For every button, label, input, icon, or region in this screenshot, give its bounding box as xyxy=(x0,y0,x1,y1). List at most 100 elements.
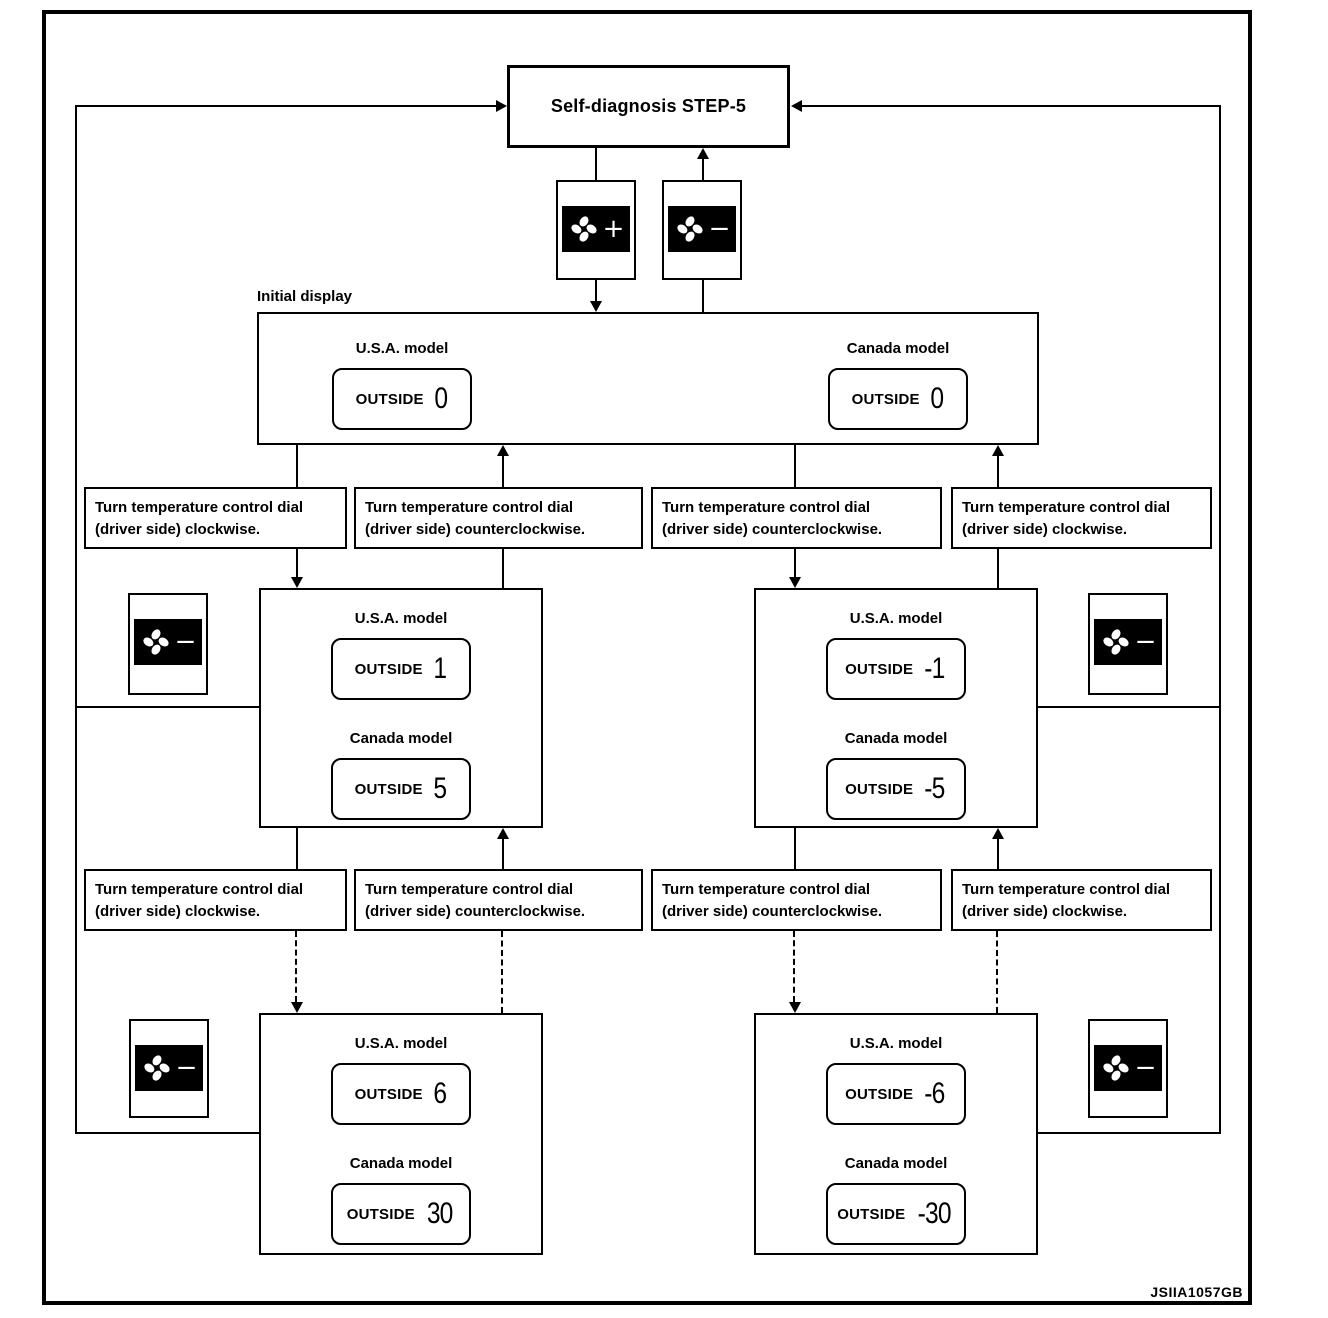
fan-indicator-right-bottom: − xyxy=(1088,1019,1168,1118)
action-line: Turn temperature control dial xyxy=(662,881,871,898)
arrowhead-up xyxy=(992,445,1004,456)
connector xyxy=(296,828,298,869)
connector-left-bottom xyxy=(75,1132,259,1134)
connector-right-to-step xyxy=(802,105,1221,107)
action-line: Turn temperature control dial xyxy=(662,499,871,516)
minus-sign: − xyxy=(175,1053,198,1083)
action-line: Turn temperature control dial xyxy=(365,881,574,898)
outside-display: OUTSIDE -1 xyxy=(826,638,966,700)
diagram-frame xyxy=(42,10,1252,1305)
model-label-canada: Canada model xyxy=(349,1155,453,1172)
arrowhead-into-initial xyxy=(590,301,602,312)
action-box-cw: Turn temperature control dial (driver si… xyxy=(84,869,347,931)
fan-screen: − xyxy=(1094,619,1162,665)
connector-left-to-step xyxy=(76,105,496,107)
model-label-usa: U.S.A. model xyxy=(849,1035,943,1052)
connector xyxy=(997,456,999,487)
outside-display: OUTSIDE -5 xyxy=(826,758,966,820)
connector-initial-fanminus xyxy=(702,280,704,312)
arrowhead-into-step-left xyxy=(496,100,507,112)
model-label-canada: Canada model xyxy=(846,340,950,357)
connector xyxy=(296,549,298,577)
action-line: (driver side) counterclockwise. xyxy=(365,521,586,538)
fan-icon xyxy=(143,1055,170,1081)
fan-icon xyxy=(570,216,597,242)
fan-icon xyxy=(142,629,169,655)
connector-left-mid xyxy=(76,706,259,708)
action-box-ccw: Turn temperature control dial (driver si… xyxy=(651,869,942,931)
connector-dashed xyxy=(793,931,795,1002)
fan-speed-down-button: − xyxy=(662,180,742,280)
action-box-ccw: Turn temperature control dial (driver si… xyxy=(651,487,942,549)
step-box-label: Self-diagnosis STEP-5 xyxy=(550,96,747,116)
connector-dashed xyxy=(295,931,297,1002)
action-line: (driver side) clockwise. xyxy=(962,521,1128,538)
figure-code-watermark: JSIIA1057GB xyxy=(1150,1284,1243,1300)
connector xyxy=(296,445,298,487)
connector xyxy=(502,549,504,588)
action-box-ccw: Turn temperature control dial (driver si… xyxy=(354,487,643,549)
outside-value: -1 xyxy=(924,652,945,685)
action-line: Turn temperature control dial xyxy=(95,499,304,516)
arrowhead-down xyxy=(291,1002,303,1013)
action-line: Turn temperature control dial xyxy=(962,499,1171,516)
fan-screen: − xyxy=(135,1045,203,1091)
connector xyxy=(502,839,504,869)
action-line: (driver side) counterclockwise. xyxy=(662,521,883,538)
initial-display-panel: U.S.A. model OUTSIDE 0 Canada model OUTS… xyxy=(257,312,1039,445)
fan-indicator-left-bottom: − xyxy=(129,1019,209,1118)
minus-sign: − xyxy=(708,214,731,244)
action-line: Turn temperature control dial xyxy=(95,881,304,898)
model-label-usa: U.S.A. model xyxy=(354,1035,448,1052)
fan-screen: − xyxy=(134,619,202,665)
model-label-canada: Canada model xyxy=(844,1155,948,1172)
connector-fanplus-initial xyxy=(595,280,597,301)
outside-display: OUTSIDE 0 xyxy=(332,368,472,430)
connector-dashed xyxy=(996,931,998,1013)
model-label-usa: U.S.A. model xyxy=(849,610,943,627)
outside-label: OUTSIDE xyxy=(845,660,914,678)
panel-bottom-right: U.S.A. model OUTSIDE -6 Canada model OUT… xyxy=(754,1013,1038,1255)
connector xyxy=(997,549,999,588)
panel-mid-right: U.S.A. model OUTSIDE -1 Canada model OUT… xyxy=(754,588,1038,828)
connector-right-rail xyxy=(1219,105,1221,1134)
outside-display: OUTSIDE 0 xyxy=(828,368,968,430)
outside-display: OUTSIDE 1 xyxy=(331,638,471,700)
outside-display: OUTSIDE 6 xyxy=(331,1063,471,1125)
outside-value: -5 xyxy=(924,772,945,805)
connector xyxy=(794,445,796,487)
action-line: Turn temperature control dial xyxy=(365,499,574,516)
action-line: (driver side) clockwise. xyxy=(962,903,1128,920)
outside-value: -30 xyxy=(917,1197,952,1230)
connector-right-bottom xyxy=(1038,1132,1221,1134)
outside-display: OUTSIDE -6 xyxy=(826,1063,966,1125)
model-label-canada: Canada model xyxy=(844,730,948,747)
outside-display: OUTSIDE 5 xyxy=(331,758,471,820)
outside-value: 0 xyxy=(434,382,448,415)
action-line: (driver side) counterclockwise. xyxy=(662,903,883,920)
arrowhead-up xyxy=(992,828,1004,839)
action-line: (driver side) clockwise. xyxy=(95,903,261,920)
outside-label: OUTSIDE xyxy=(355,390,424,408)
outside-label: OUTSIDE xyxy=(346,1205,415,1223)
action-line: (driver side) clockwise. xyxy=(95,521,261,538)
connector xyxy=(502,456,504,487)
action-line: (driver side) counterclockwise. xyxy=(365,903,586,920)
outside-display: OUTSIDE -30 xyxy=(826,1183,966,1245)
connector-right-mid xyxy=(1038,706,1221,708)
panel-mid-left: U.S.A. model OUTSIDE 1 Canada model OUTS… xyxy=(259,588,543,828)
plus-sign: + xyxy=(602,214,625,244)
minus-sign: − xyxy=(1134,1053,1157,1083)
action-box-cw: Turn temperature control dial (driver si… xyxy=(951,869,1212,931)
model-label-usa: U.S.A. model xyxy=(355,340,449,357)
fan-screen: − xyxy=(1094,1045,1162,1091)
outside-value: 6 xyxy=(433,1077,447,1110)
minus-sign: − xyxy=(174,627,197,657)
connector-fanminus-step xyxy=(702,159,704,180)
action-box-cw: Turn temperature control dial (driver si… xyxy=(951,487,1212,549)
arrowhead-into-step-right xyxy=(791,100,802,112)
connector xyxy=(794,549,796,577)
outside-label: OUTSIDE xyxy=(837,1205,906,1223)
initial-canada-group: Canada model OUTSIDE 0 xyxy=(798,340,998,430)
outside-label: OUTSIDE xyxy=(354,660,423,678)
